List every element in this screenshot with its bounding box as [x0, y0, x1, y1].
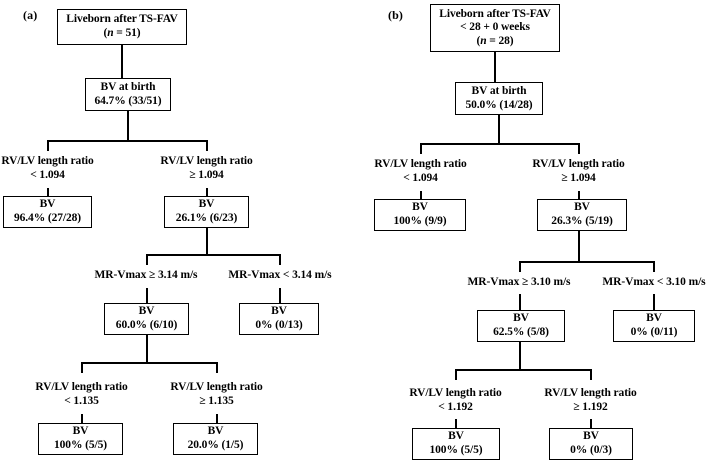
panel-a-split2-left-drop: [146, 254, 148, 265]
panel-a-right-node: BV 26.1% (6/23): [164, 196, 249, 228]
panel-a-split2-bar: [146, 254, 280, 256]
panel-b-split2-left-label: MR-Vmax ≥ 3.10 m/s: [467, 276, 571, 288]
panel-a-split2-right-drop: [279, 254, 281, 265]
panel-b-mid-left-node: BV 62.5% (5/8): [477, 310, 565, 342]
panel-b-leaf-left-stem: [455, 419, 457, 428]
panel-a-right-node-stem: [206, 188, 208, 196]
panel-a-leaf-left-stem: [81, 414, 83, 423]
panel-a-split3-left-drop: [81, 362, 83, 373]
panel-b-right-node-stem: [578, 191, 580, 200]
panel-b-mid-right-node: BV 0% (0/11): [613, 310, 695, 342]
panel-b-split2-right-drop: [653, 261, 655, 272]
panel-b-root-node: Liveborn after TS-FAV < 28 + 0 weeks (n …: [430, 4, 560, 52]
panel-b-leaf-right-node: BV 0% (0/3): [549, 428, 633, 460]
panel-a-leaf-right-node: BV 20.0% (1/5): [173, 423, 258, 455]
panel-b-mid-right-stem: [653, 294, 655, 310]
panel-b-split2-bar: [519, 261, 654, 263]
panel-a-label: (a): [23, 8, 38, 22]
panel-a-mid-left-node: BV 60.0% (6/10): [104, 303, 189, 335]
panel-b-label: (b): [388, 8, 403, 22]
panel-b-split1-right-label: RV/LV length ratio ≥ 1.094: [532, 158, 625, 184]
panel-a-split3-bar: [81, 362, 217, 364]
panel-a-mid-left-stem: [146, 288, 148, 303]
panel-a-split3-right-label: RV/LV length ratio ≥ 1.135: [170, 381, 263, 407]
panel-a-split1-left-label: RV/LV length ratio < 1.094: [1, 155, 94, 181]
panel-a-leaf-left-node: BV 100% (5/5): [38, 423, 123, 455]
panel-b-split2-right-label: MR-Vmax < 3.10 m/s: [602, 276, 706, 288]
panel-a-birth-line1: BV at birth: [100, 80, 156, 93]
panel-b-root-line2: < 28 + 0 weeks: [460, 21, 530, 34]
panel-b-mid-left-stem: [519, 294, 521, 310]
panel-b-split3-right-drop: [590, 369, 592, 380]
panel-a-split3-left-label: RV/LV length ratio < 1.135: [35, 381, 128, 407]
panel-b-split1-right-drop: [578, 143, 580, 154]
panel-b-left-node: BV 100% (9/9): [374, 199, 466, 231]
panel-b-split3-stem: [519, 342, 521, 370]
panel-b-split3-bar: [455, 369, 592, 371]
panel-a-split2-stem: [206, 228, 208, 255]
panel-b-split2-left-drop: [519, 261, 521, 272]
panel-b-left-node-stem: [420, 191, 422, 200]
panel-a-root-node: Liveborn after TS-FAV (n = 51): [57, 9, 187, 45]
panel-a-birth-node: BV at birth 64.7% (33/51): [85, 78, 171, 111]
panel-a-leaf-right-stem: [216, 414, 218, 423]
panel-a-left-node-stem: [47, 188, 49, 196]
panel-b-leaf-left-node: BV 100% (5/5): [412, 428, 500, 460]
panel-a-split1-stem: [127, 111, 129, 141]
panel-a-connector-root-birth: [121, 45, 123, 79]
panel-b-split3-left-drop: [455, 369, 457, 380]
panel-b-split1-left-drop: [420, 143, 422, 154]
panel-b-leaf-right-stem: [590, 419, 592, 428]
panel-a-split2-right-label: MR-Vmax < 3.14 m/s: [228, 269, 332, 281]
panel-b-root-line3: (n = 28): [476, 34, 514, 47]
panel-a-split1-bar: [47, 140, 208, 142]
panel-a-mid-right-stem: [279, 288, 281, 303]
panel-a-split1-right-drop: [206, 140, 208, 151]
panel-a-split2-left-label: MR-Vmax ≥ 3.14 m/s: [94, 269, 198, 281]
panel-b-root-line1: Liveborn after TS-FAV: [439, 7, 551, 20]
panel-b-split1-stem: [498, 115, 500, 144]
panel-a-split3-right-drop: [216, 362, 218, 373]
panel-a-birth-line2: 64.7% (33/51): [94, 94, 162, 107]
panel-b-split2-stem: [578, 231, 580, 262]
panel-b-split1-bar: [420, 143, 580, 145]
panel-a-split1-left-drop: [47, 140, 49, 151]
panel-b-birth-node: BV at birth 50.0% (14/28): [455, 82, 543, 115]
panel-a-left-node: BV 96.4% (27/28): [3, 196, 92, 228]
panel-a-split1-right-label: RV/LV length ratio ≥ 1.094: [160, 155, 253, 181]
panel-a-mid-right-node: BV 0% (0/13): [239, 303, 319, 335]
panel-b-split3-right-label: RV/LV length ratio ≥ 1.192: [544, 387, 637, 413]
panel-a-split3-stem: [146, 335, 148, 363]
panel-a-root-line2: (n = 51): [103, 27, 141, 39]
panel-b-connector-root-birth: [494, 52, 496, 83]
panel-b-split1-left-label: RV/LV length ratio < 1.094: [374, 158, 467, 184]
panel-b-split3-left-label: RV/LV length ratio < 1.192: [409, 387, 502, 413]
panel-b-right-node: BV 26.3% (5/19): [537, 199, 627, 231]
panel-a-root-line1: Liveborn after TS-FAV: [66, 13, 178, 26]
